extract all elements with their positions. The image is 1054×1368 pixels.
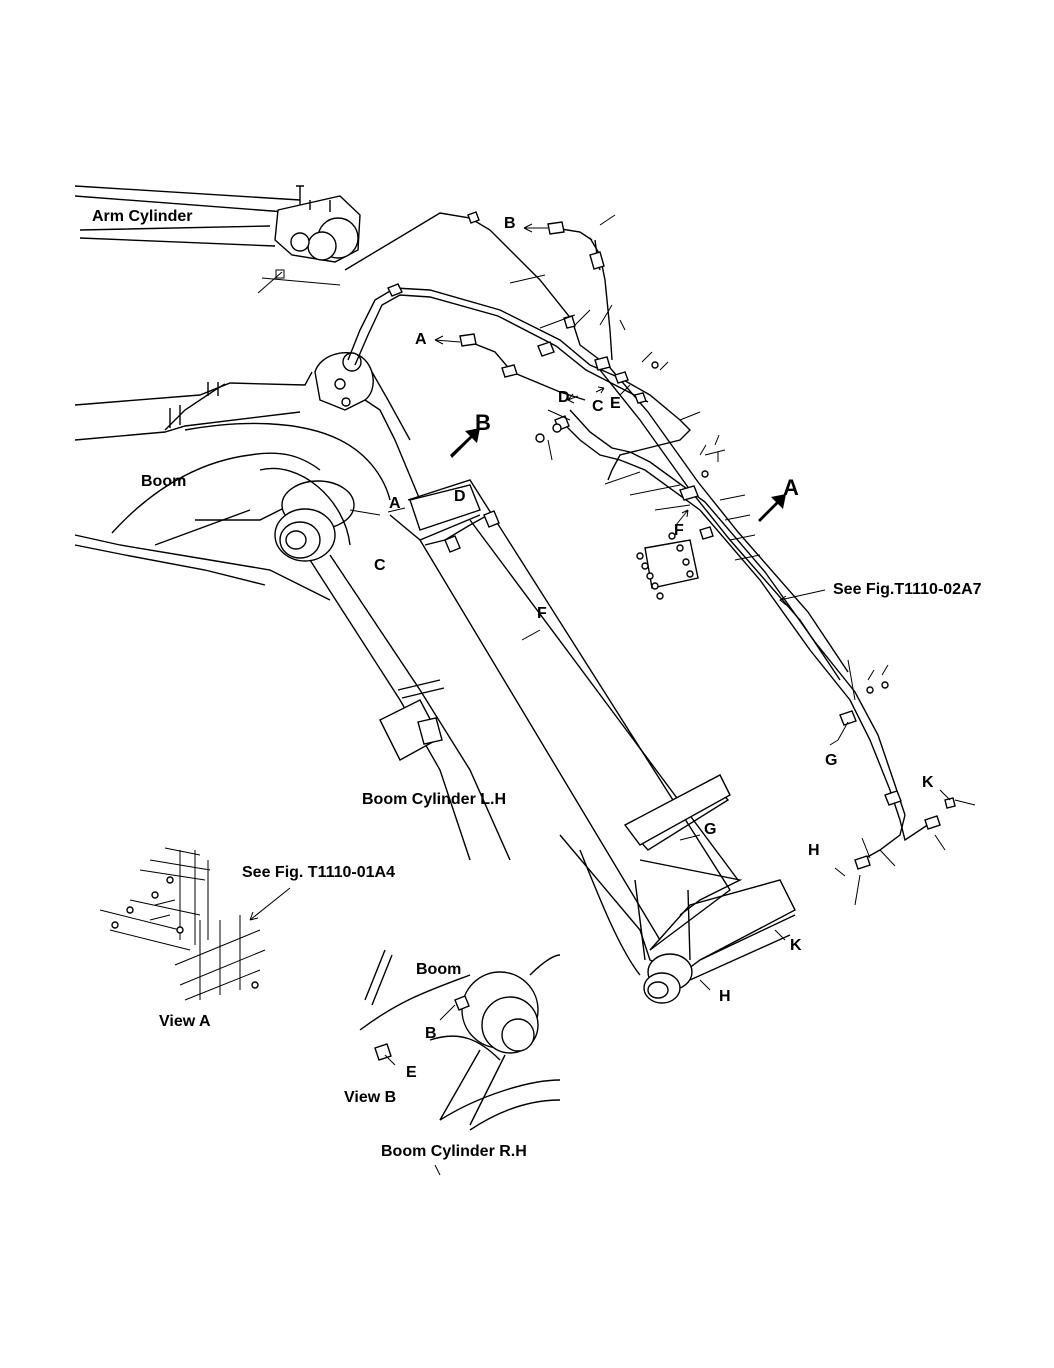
callout-a-mid: A xyxy=(389,495,401,512)
callout-f-right: F xyxy=(674,522,684,539)
view-b-big-arrow xyxy=(450,428,480,458)
clamp-detail-cluster xyxy=(509,214,976,906)
view-a-label: View A xyxy=(159,1013,211,1030)
callout-b-top: B xyxy=(504,215,516,232)
boom-inset-label: Boom xyxy=(416,961,461,978)
callout-c-mid: C xyxy=(374,557,386,574)
callout-k-right: K xyxy=(922,774,934,791)
callout-g-mid: G xyxy=(704,821,716,838)
callout-a-top: A xyxy=(415,331,427,348)
callout-d-top: D xyxy=(558,389,570,406)
see-fig-a7-label: See Fig.T1110-02A7 xyxy=(833,581,982,598)
boom-cylinder-rh-label: Boom Cylinder R.H xyxy=(381,1143,527,1160)
view-a-drawing xyxy=(99,847,266,1001)
callout-c-top: C xyxy=(592,398,604,415)
boom-label: Boom xyxy=(141,473,186,490)
view-b-label: View B xyxy=(344,1089,396,1106)
callout-h-right: H xyxy=(808,842,820,859)
see-fig-a4-label: See Fig. T1110-01A4 xyxy=(242,864,395,881)
view-arrow-b-letter: B xyxy=(475,410,491,435)
boom-cylinder-lh-label: Boom Cylinder L.H xyxy=(362,791,506,808)
callout-f-mid: F xyxy=(537,605,547,622)
arm-cylinder-drawing xyxy=(74,185,361,294)
hose-routing xyxy=(344,211,956,870)
arm-cylinder-label: Arm Cylinder xyxy=(92,208,192,225)
view-arrow-a-letter: A xyxy=(783,475,799,500)
boom-body-drawing xyxy=(74,352,421,601)
callout-k-bottom: K xyxy=(790,937,802,954)
callout-d-mid: D xyxy=(454,488,466,505)
callout-g-right: G xyxy=(825,752,837,769)
view-b-drawing xyxy=(359,949,561,1176)
boom-side-plate-drawing xyxy=(389,479,796,1004)
view-a-big-arrow xyxy=(758,494,786,522)
callout-e-top: E xyxy=(610,395,621,412)
callout-h-bottom: H xyxy=(719,988,731,1005)
callout-arrows xyxy=(249,223,951,991)
callout-e-inset: E xyxy=(406,1064,417,1081)
callout-b-inset: B xyxy=(425,1025,437,1042)
boom-cylinder-lh-drawing xyxy=(259,467,511,861)
